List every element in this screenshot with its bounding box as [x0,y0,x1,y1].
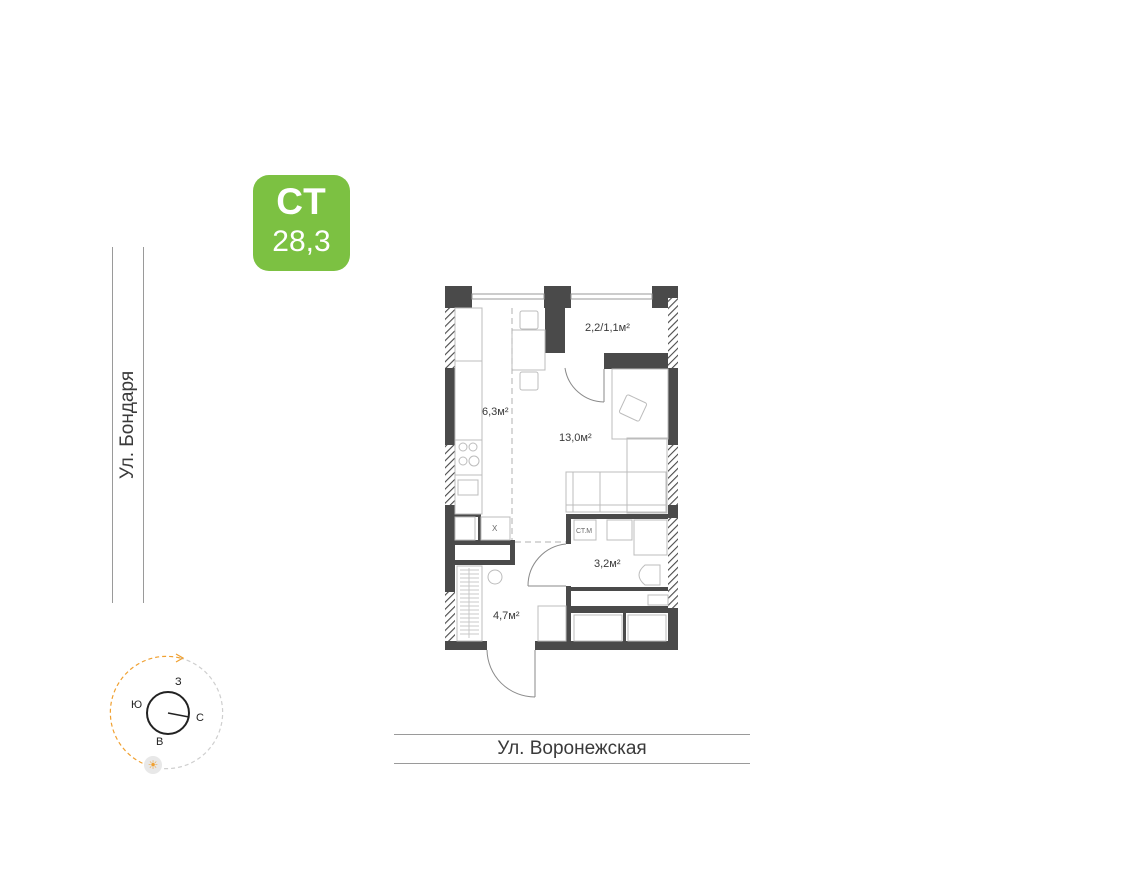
street-bottom-label: Ул. Воронежская [497,738,647,759]
street-left: Ул. Бондаря [112,247,144,603]
windows [471,293,653,300]
walls [445,286,678,650]
hatch-left-bottom [445,592,455,641]
hatch-left-top [445,308,455,368]
room-living-label: 13,0м² [559,432,592,444]
compass-west: З [175,676,182,688]
apartment-type-badge: СТ 28,3 [253,175,350,271]
fridge-label: Х [492,524,498,533]
apartment-area: 28,3 [272,225,331,258]
sun-icon: ☀ [148,758,159,772]
compass-north: С [196,712,204,724]
room-bathroom-label: 3,2м² [594,558,621,570]
apartment-type: СТ [276,181,327,222]
arrow-icon [175,653,185,663]
sun-path-icon [109,655,181,768]
hatch-right-mid [668,445,678,505]
washing-machine-label: СТ.М [576,528,592,535]
street-bottom: Ул. Воронежская [394,734,750,764]
hatch-right-top [668,298,678,368]
compass-rose: ☀ З Ю С В [109,653,224,774]
north-needle-icon [167,712,190,718]
room-hallway-label: 4,7м² [493,610,520,622]
room-kitchen-label: 6,3м² [482,406,509,418]
compass-south: Ю [131,699,142,711]
hatch-left-mid [445,445,455,505]
room-balcony-label: 2,2/1,1м² [585,322,630,334]
hatch-right-bath [668,518,678,608]
compass-east: В [156,736,163,748]
